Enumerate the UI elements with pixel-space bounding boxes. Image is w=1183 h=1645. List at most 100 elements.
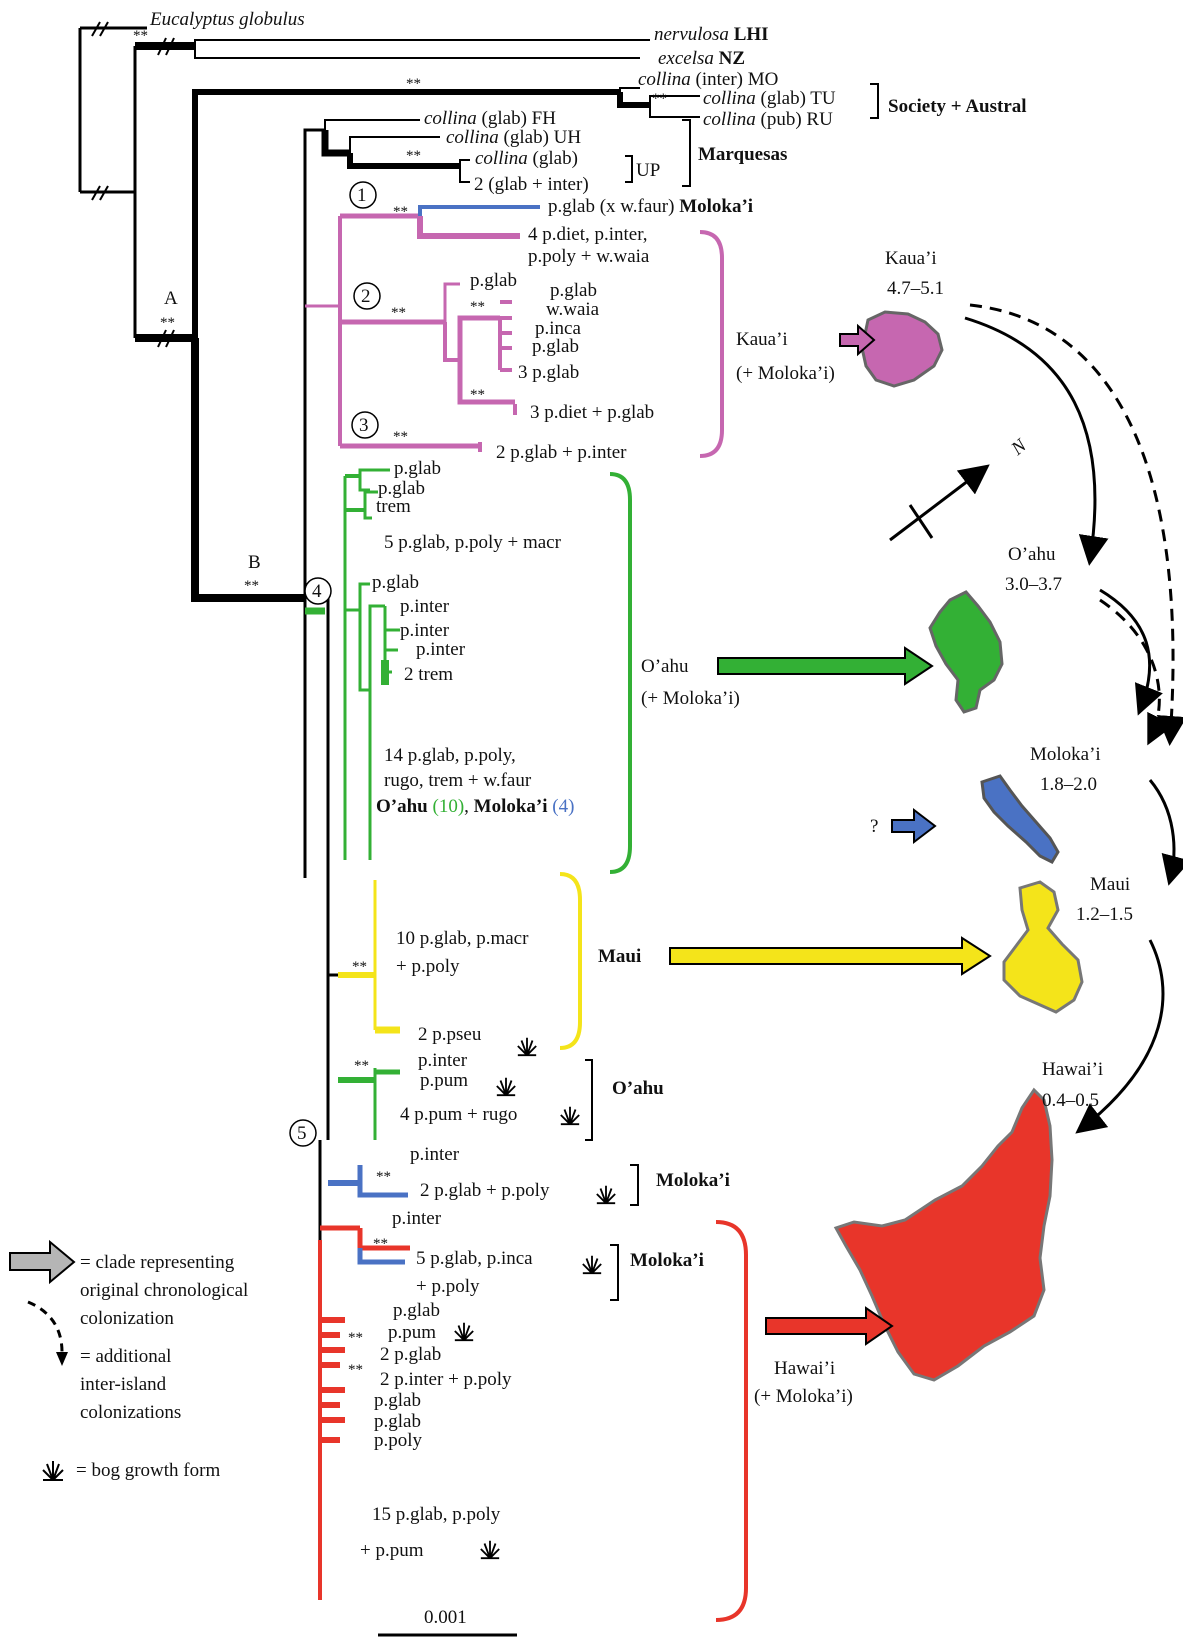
hawaii-colonization-arrow (765, 1306, 894, 1346)
svg-text:trem: trem (376, 496, 411, 517)
svg-text:Kaua’i: Kaua’i (885, 248, 937, 269)
north-arrow-icon (889, 464, 990, 542)
svg-text:**: ** (354, 1058, 369, 1074)
kauai-colonization-arrow (839, 323, 876, 357)
svg-text:collina (pub) RU: collina (pub) RU (703, 109, 833, 130)
svg-text:w.waia: w.waia (546, 299, 600, 320)
svg-text:Society + Austral: Society + Austral (888, 96, 1027, 117)
maui-island-shape (1002, 880, 1084, 1014)
svg-text:0.4–0.5: 0.4–0.5 (1042, 1090, 1099, 1111)
kauai-clade-molokai-branch (418, 205, 540, 216)
svg-text:p.pum: p.pum (420, 1070, 468, 1091)
svg-text:colonizations: colonizations (80, 1402, 181, 1423)
svg-text:collina (inter) MO: collina (inter) MO (638, 69, 778, 90)
svg-text:2 p.pseu: 2 p.pseu (418, 1024, 482, 1045)
svg-text:p.poly: p.poly (374, 1430, 423, 1451)
svg-text:collina (glab): collina (glab) (475, 148, 578, 169)
svg-text:p.inter: p.inter (400, 620, 450, 641)
svg-text:p.inter: p.inter (416, 639, 466, 660)
svg-text:15 p.glab, p.poly: 15 p.glab, p.poly (372, 1504, 501, 1525)
svg-text:5 p.glab, p.inca: 5 p.glab, p.inca (416, 1248, 533, 1269)
kauai-island-shape (860, 310, 944, 388)
svg-text:4 p.pum + rugo: 4 p.pum + rugo (400, 1104, 517, 1125)
svg-text:**: ** (470, 299, 485, 315)
svg-text:p.inter: p.inter (418, 1050, 468, 1071)
hawaii-clade-branches (318, 1225, 410, 1600)
svg-text:inter-island: inter-island (80, 1374, 167, 1395)
svg-text:p.glab: p.glab (394, 458, 441, 479)
hawaii-island-shape (833, 1087, 1054, 1382)
svg-text:**: ** (373, 1236, 388, 1252)
svg-text:2 p.glab + p.inter: 2 p.glab + p.inter (496, 442, 627, 463)
molokai-colonization-arrow (891, 807, 937, 845)
svg-text:**: ** (406, 148, 421, 164)
svg-text:**: ** (348, 1330, 363, 1346)
svg-text:1: 1 (357, 185, 367, 206)
svg-text:Moloka’i: Moloka’i (656, 1170, 730, 1191)
svg-text:rugo, trem + w.faur: rugo, trem + w.faur (384, 770, 532, 791)
svg-text:(+ Moloka’i): (+ Moloka’i) (641, 688, 740, 709)
svg-text:14 p.glab, p.poly,: 14 p.glab, p.poly, (384, 745, 516, 766)
top-labels: Eucalyptus globulus nervulosa LHI excels… (149, 9, 1027, 195)
svg-text:Marquesas: Marquesas (698, 144, 787, 165)
svg-text:**: ** (244, 578, 259, 594)
clade-brackets (559, 230, 748, 1622)
svg-text:collina (glab) TU: collina (glab) TU (703, 88, 836, 109)
svg-text:Maui: Maui (598, 946, 641, 967)
svg-text:= clade representing: = clade representing (80, 1252, 235, 1273)
svg-text:3 p.diet + p.glab: 3 p.diet + p.glab (530, 402, 654, 423)
svg-text:p.poly + w.waia: p.poly + w.waia (528, 246, 650, 267)
svg-text:Hawai’i: Hawai’i (1042, 1059, 1103, 1080)
eucalyptus-label: Eucalyptus globulus (149, 9, 305, 30)
svg-text:**: ** (391, 305, 406, 321)
kauai-clade-labels: p.glab (x w.faur) Moloka’i 4 p.diet, p.i… (470, 196, 835, 463)
svg-text:p.glab (x w.faur) Moloka’i: p.glab (x w.faur) Moloka’i (548, 196, 753, 217)
hawaii-clade-molokai-branch (357, 1248, 405, 1265)
svg-text:p.inter: p.inter (410, 1144, 460, 1165)
oahu-clade-branches (305, 468, 400, 860)
svg-text:N: N (1007, 434, 1032, 460)
svg-text:**: ** (406, 76, 421, 92)
svg-text:collina (glab) FH: collina (glab) FH (424, 108, 556, 129)
molokai1-clade-branches (328, 1165, 408, 1198)
svg-text:(+ Moloka’i): (+ Moloka’i) (736, 363, 835, 384)
svg-text:p.glab: p.glab (374, 1411, 421, 1432)
svg-text:Moloka’i: Moloka’i (1030, 744, 1101, 765)
svg-text:**: ** (376, 1169, 391, 1185)
svg-text:3.0–3.7: 3.0–3.7 (1005, 574, 1062, 595)
svg-text:O’ahu: O’ahu (641, 656, 689, 677)
oahu2-clade-branches (338, 1068, 400, 1140)
svg-text:3 p.glab: 3 p.glab (518, 362, 579, 383)
svg-text:2 p.glab: 2 p.glab (380, 1344, 441, 1365)
legend: = clade representing original chronologi… (76, 1252, 248, 1481)
svg-text:**: ** (470, 387, 485, 403)
node-circles (289, 181, 381, 1147)
legend-bog-icon (41, 1459, 65, 1482)
maui-clade-branches (338, 880, 400, 1034)
svg-text:collina (glab) UH: collina (glab) UH (446, 127, 581, 148)
svg-text:5: 5 (297, 1123, 307, 1144)
svg-text:1.8–2.0: 1.8–2.0 (1040, 774, 1097, 795)
node-numbers: 1 2 3 4 5 (297, 185, 371, 1144)
svg-text:O’ahu: O’ahu (612, 1078, 664, 1099)
legend-dashed-arrow-icon (27, 1300, 64, 1353)
svg-text:**: ** (652, 91, 667, 107)
svg-text:**: ** (393, 429, 408, 445)
molokai-question-mark: ? (870, 816, 878, 837)
legend-arrow-icon (9, 1239, 76, 1285)
svg-text:= additional: = additional (80, 1346, 171, 1367)
svg-text:4: 4 (312, 581, 322, 602)
svg-text:4.7–5.1: 4.7–5.1 (887, 278, 944, 299)
molokai-island-shape (980, 774, 1060, 864)
svg-text:p.glab: p.glab (393, 1300, 440, 1321)
oahu-clade-labels: p.glab p.glab trem 5 p.glab, p.poly + ma… (372, 458, 740, 817)
svg-text:5 p.glab, p.poly + macr: 5 p.glab, p.poly + macr (384, 532, 562, 553)
black-brackets (585, 83, 879, 1301)
svg-text:Maui: Maui (1090, 874, 1130, 895)
support-stars: ** ** ** ** ** ** ** ** ** ** ** ** ** *… (133, 28, 667, 1378)
tree-backbone (78, 26, 700, 1600)
svg-text:2 (glab + inter): 2 (glab + inter) (474, 174, 589, 195)
svg-text:p.inter: p.inter (392, 1208, 442, 1229)
svg-text:p.glab: p.glab (374, 1390, 421, 1411)
